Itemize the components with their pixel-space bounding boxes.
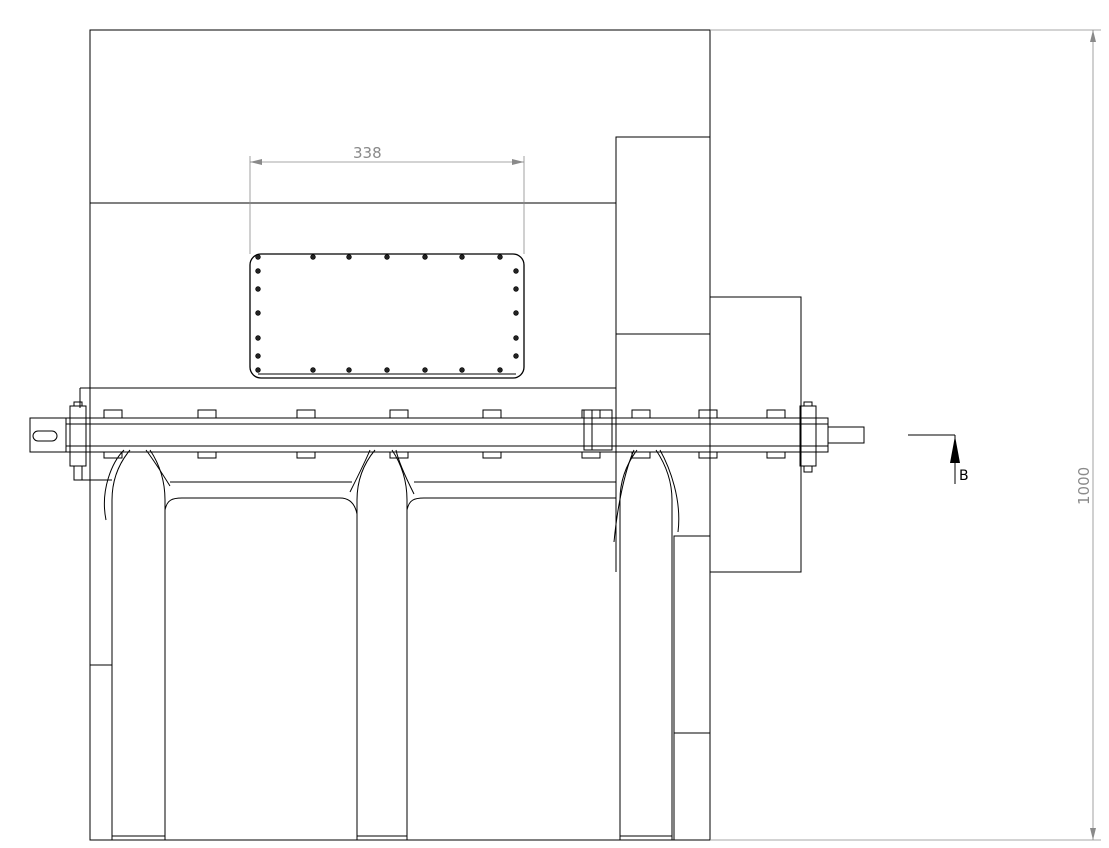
- window-bolt: [513, 268, 519, 274]
- section-marker: B: [908, 434, 969, 484]
- shaft-tab: [389, 451, 409, 459]
- shaft-tab: [766, 451, 786, 459]
- window-bolt: [255, 310, 261, 316]
- shaft-tab: [482, 409, 502, 419]
- window-bolt: [346, 367, 352, 373]
- right-flange-block: [709, 296, 802, 573]
- shaft-tab: [103, 409, 123, 419]
- cylinder-right: [613, 449, 680, 840]
- shaft-tab: [698, 409, 718, 419]
- overall-height-value: 1000: [1075, 467, 1093, 505]
- window-bolt: [310, 367, 316, 373]
- right-upper-block: [615, 136, 711, 572]
- window-width-dimension: 338: [249, 144, 525, 254]
- window-bolt: [384, 367, 390, 373]
- saddle-left: [164, 481, 358, 515]
- window-bolt: [384, 254, 390, 260]
- cylinder-middle: [349, 449, 415, 840]
- shaft-tab: [482, 451, 502, 459]
- shaft-tab: [766, 409, 786, 419]
- window-bolt: [497, 367, 503, 373]
- slot-hole: [32, 430, 58, 442]
- shaft-end: [827, 426, 865, 444]
- shaft-tab: [581, 451, 601, 459]
- window-bolt-group: [255, 254, 519, 373]
- upper-rail: [79, 387, 616, 408]
- shaft-tab: [197, 451, 217, 459]
- window-bolt: [255, 254, 261, 260]
- window-bolt: [255, 335, 261, 341]
- window-bolt: [422, 254, 428, 260]
- window-bolt: [255, 268, 261, 274]
- window-bolt: [310, 254, 316, 260]
- window-bolt: [346, 254, 352, 260]
- shaft-tab-group: [103, 409, 786, 459]
- window-bolt: [459, 254, 465, 260]
- shaft-tab: [103, 451, 123, 459]
- window-bolt: [255, 286, 261, 292]
- inspection-window: [249, 253, 525, 379]
- window-bolt: [513, 310, 519, 316]
- window-bolt: [497, 254, 503, 260]
- window-bolt: [255, 367, 261, 373]
- window-bolt: [422, 367, 428, 373]
- window-bolt: [513, 353, 519, 359]
- window-bolt: [459, 367, 465, 373]
- saddle-right: [406, 481, 616, 511]
- shaft-tab: [631, 409, 651, 419]
- window-bolt: [513, 286, 519, 292]
- main-housing: [89, 29, 711, 841]
- shaft-tab: [581, 409, 601, 419]
- window-width-value: 338: [353, 144, 382, 162]
- shaft-tab: [296, 409, 316, 419]
- cylinder-left: [103, 449, 171, 840]
- shaft-tab: [389, 409, 409, 419]
- window-bolt: [255, 353, 261, 359]
- overall-height-dimension: 1000: [710, 29, 1101, 841]
- main-shaft: [29, 401, 865, 481]
- shaft-tab: [197, 409, 217, 419]
- right-lower-block: [673, 535, 711, 841]
- window-bolt: [513, 335, 519, 341]
- shaft-tab: [296, 451, 316, 459]
- section-label: B: [959, 468, 969, 484]
- shaft-tab: [698, 451, 718, 459]
